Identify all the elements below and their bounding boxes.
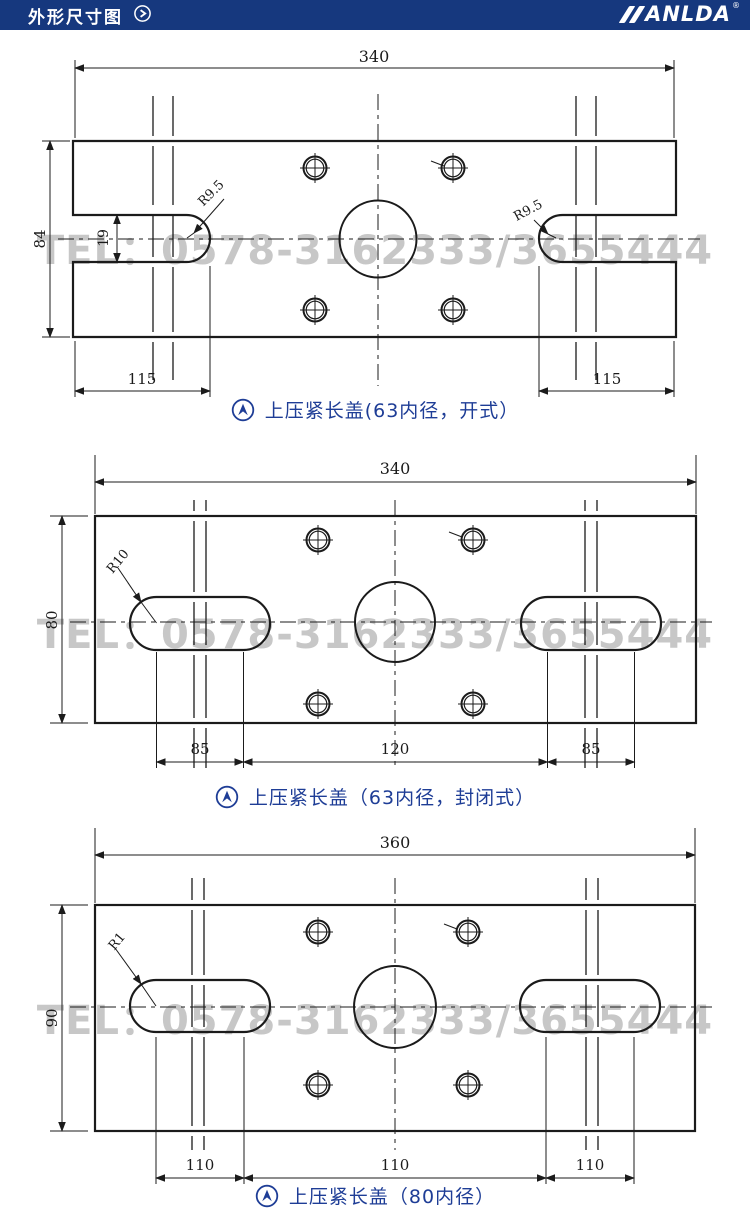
chevron-right-circle-icon [133,4,152,27]
brand-logo: ANLDA ® [618,1,740,26]
dim-80-label: 80 [43,610,61,629]
page-title: 外形尺寸图 [28,7,123,28]
dim-120-label: 120 [381,740,410,758]
radius-left-label-1: R9.5 [195,177,227,209]
dim-110-center-label: 110 [381,1156,410,1174]
screw-holes-2 [303,525,488,719]
drawing-2-labels: 340 80 85 120 85 R10 [43,459,601,758]
dim-115-left-label: 115 [128,370,157,388]
drawing-3-80-bore-cover [50,828,712,1184]
radius-label-3: R1 [106,930,129,953]
registered-mark: ® [732,1,740,10]
caption-2-text: 上压紧长盖（63内径，封闭式） [248,787,536,809]
dim-340-label-1: 340 [359,47,390,66]
caption-2: 上压紧长盖（63内径，封闭式） [0,783,750,810]
dim-85-right-label: 85 [581,740,600,758]
dim-360-label: 360 [380,833,411,852]
dim-90-label: 90 [43,1008,61,1027]
radius-label-2: R10 [104,547,132,577]
watermark-1: TEL：0578-3162333/3655444 [36,228,714,274]
dim-115-right-label: 115 [593,370,622,388]
watermark-3: TEL：0578-3162333/3655444 [36,998,714,1044]
caption-1: 上压紧长盖(63内径，开式） [0,396,750,423]
up-arrow-circle-icon [255,1184,279,1207]
caption-3-text: 上压紧长盖（80内径） [288,1186,496,1208]
screw-holes-1 [300,153,468,325]
dim-340-label-2: 340 [380,459,411,478]
dim-110-left-label: 110 [186,1156,215,1174]
caption-1-text: 上压紧长盖(63内径，开式） [264,400,520,422]
drawing-3-labels: 360 90 110 110 110 R1 [43,833,604,1174]
caption-3: 上压紧长盖（80内径） [0,1182,750,1209]
dim-85-left-label: 85 [190,740,209,758]
drawing-2-closed-cover [50,455,712,768]
up-arrow-circle-icon [231,398,254,421]
screw-holes-3 [303,917,483,1100]
logo-text: ANLDA [645,2,731,26]
up-arrow-circle-icon [215,785,239,808]
radius-right-label-1: R9.5 [511,197,545,225]
dim-110-right-label: 110 [576,1156,605,1174]
drawing-1-open-cover [42,60,700,397]
dim-19-label: 19 [96,229,112,247]
dim-84-label: 84 [31,229,49,248]
